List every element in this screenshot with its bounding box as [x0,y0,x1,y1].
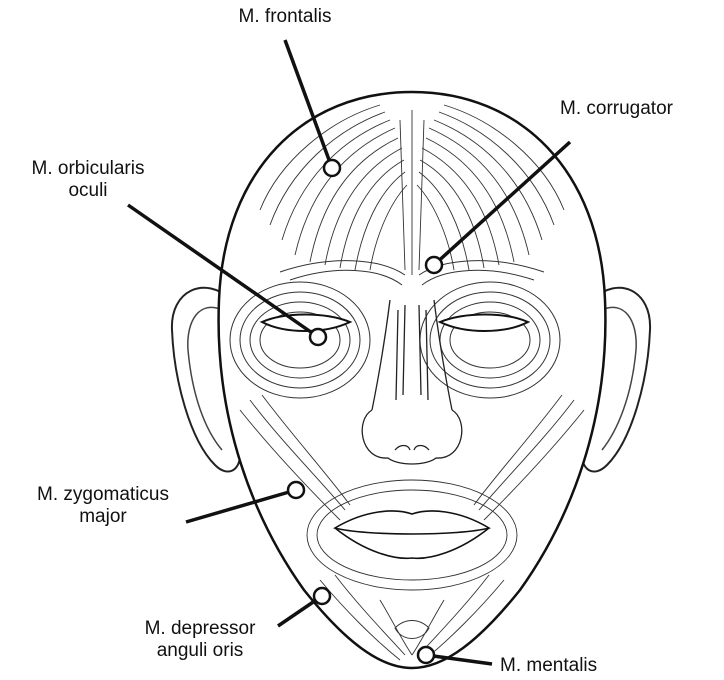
label-zygomaticus-line2: major [10,506,196,528]
label-zygomaticus-line1: M. zygomaticus [10,484,196,506]
label-depressor-line1: M. depressor [120,618,280,640]
marker-zygomaticus [288,482,304,498]
label-mentalis: M. mentalis [500,655,597,677]
marker-corrugator [426,257,442,273]
marker-frontalis [324,160,340,176]
label-corrugator: M. corrugator [560,98,673,120]
label-orbicularis: M. orbicularis oculi [0,158,176,202]
label-orbicularis-line1: M. orbicularis [0,158,176,180]
marker-orbicularis [310,329,326,345]
label-frontalis: M. frontalis [190,6,380,28]
marker-depressor [314,588,330,604]
marker-mentalis [418,647,434,663]
label-zygomaticus: M. zygomaticus major [10,484,196,528]
label-depressor-line2: anguli oris [120,640,280,662]
label-depressor: M. depressor anguli oris [120,618,280,662]
label-orbicularis-line2: oculi [0,180,176,202]
